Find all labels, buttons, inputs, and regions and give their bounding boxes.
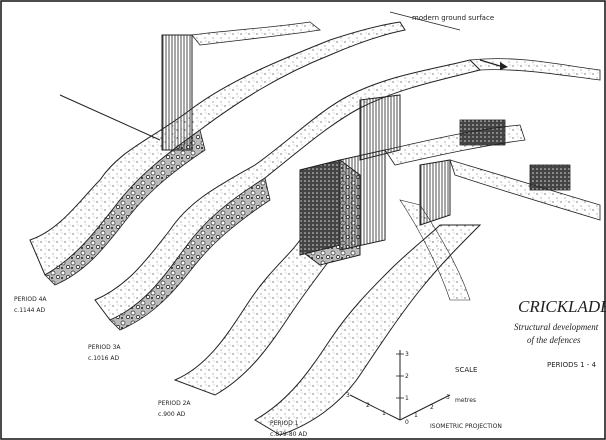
- timber-revetment-4a: [161, 34, 193, 151]
- modern-ground-label: modern ground surface: [412, 14, 494, 22]
- scale-tick-r1: 1: [414, 412, 418, 419]
- strip-period-4a: [29, 11, 461, 286]
- scale-tick-r3: 3: [446, 394, 450, 401]
- period-label-3a: PERIOD 3A: [88, 344, 121, 351]
- scale-tick-l2: 2: [366, 402, 370, 409]
- period-label-2a: PERIOD 2A: [158, 400, 191, 407]
- period-label-1: PERIOD 1: [270, 420, 299, 427]
- scale-tick-l3: 3: [346, 392, 350, 399]
- direction-arrow: [479, 59, 501, 67]
- scale-tick-v0: 0: [405, 419, 409, 426]
- subtitle-line-1: Structural development: [514, 322, 599, 332]
- strip-period-2a: [173, 124, 571, 396]
- scale-tick-v2: 2: [405, 373, 409, 380]
- periods-range: PERIODS 1 - 4: [547, 361, 597, 369]
- period-date-4a: c.1144 AD: [14, 307, 45, 314]
- period-date-1: c.879-80 AD: [270, 431, 307, 438]
- scale-tick-r2: 2: [430, 404, 434, 411]
- subtitle-line-2: of the defences: [527, 335, 581, 345]
- strip-period-3a: [94, 58, 601, 331]
- scale-tick-v3: 3: [405, 351, 409, 358]
- scale-tick-l1: 1: [382, 410, 386, 417]
- scale-unit: metres: [455, 397, 476, 404]
- scale-tick-v1: 1: [405, 395, 409, 402]
- scale-label: SCALE: [455, 366, 477, 374]
- projection-label: ISOMETRIC PROJECTION: [430, 423, 502, 430]
- isometric-scale: [349, 350, 451, 421]
- drawing-title: CRICKLADE: [518, 297, 606, 316]
- strip-period-1: [254, 159, 601, 436]
- period-label-4a: PERIOD 4A: [14, 296, 47, 303]
- period-date-3a: c.1016 AD: [88, 355, 119, 362]
- period-date-2a: c.900 AD: [158, 411, 186, 418]
